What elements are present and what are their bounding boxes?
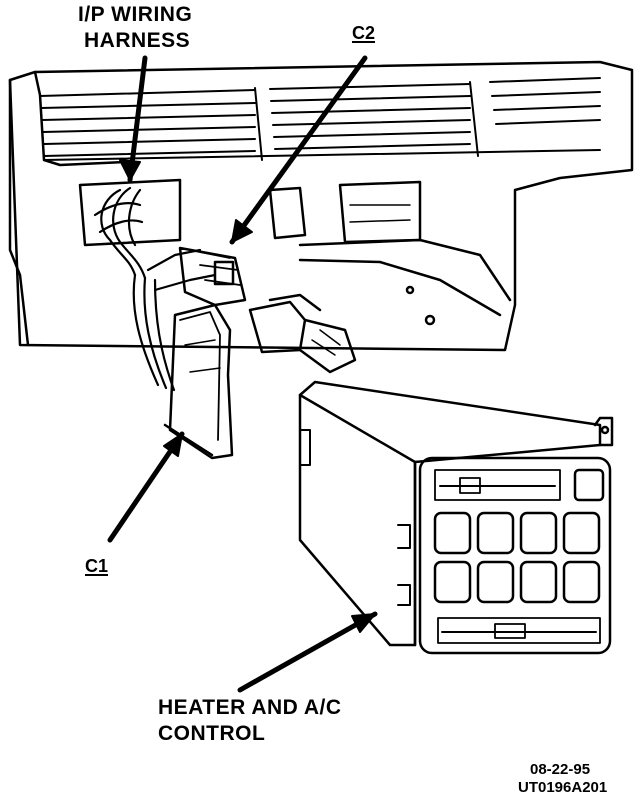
label-heater-ac-line2: CONTROL bbox=[158, 722, 266, 745]
label-wiring-harness-line1: I/P WIRING bbox=[78, 3, 193, 26]
arrow-c1 bbox=[107, 431, 185, 543]
footer-figure-id: UT0196A201 bbox=[518, 779, 608, 796]
side-connector bbox=[248, 293, 357, 374]
label-connector-c2: C2 bbox=[352, 23, 376, 43]
connector-c1 bbox=[163, 303, 234, 460]
air-vent bbox=[39, 77, 601, 161]
connector-c2 bbox=[178, 246, 247, 307]
leader-arrows bbox=[107, 55, 378, 693]
arrow-wiring-harness bbox=[127, 55, 148, 183]
label-connector-c1: C1 bbox=[85, 556, 109, 576]
instrument-panel bbox=[8, 60, 634, 352]
footer-date: 08-22-95 bbox=[530, 761, 591, 778]
wiring-harness bbox=[93, 186, 217, 392]
label-wiring-harness-line2: HARNESS bbox=[84, 29, 191, 52]
label-heater-ac-line1: HEATER AND A/C bbox=[158, 696, 342, 719]
arrow-c2 bbox=[229, 55, 368, 245]
heater-ac-control-module bbox=[298, 380, 614, 655]
arrow-control bbox=[237, 611, 378, 693]
